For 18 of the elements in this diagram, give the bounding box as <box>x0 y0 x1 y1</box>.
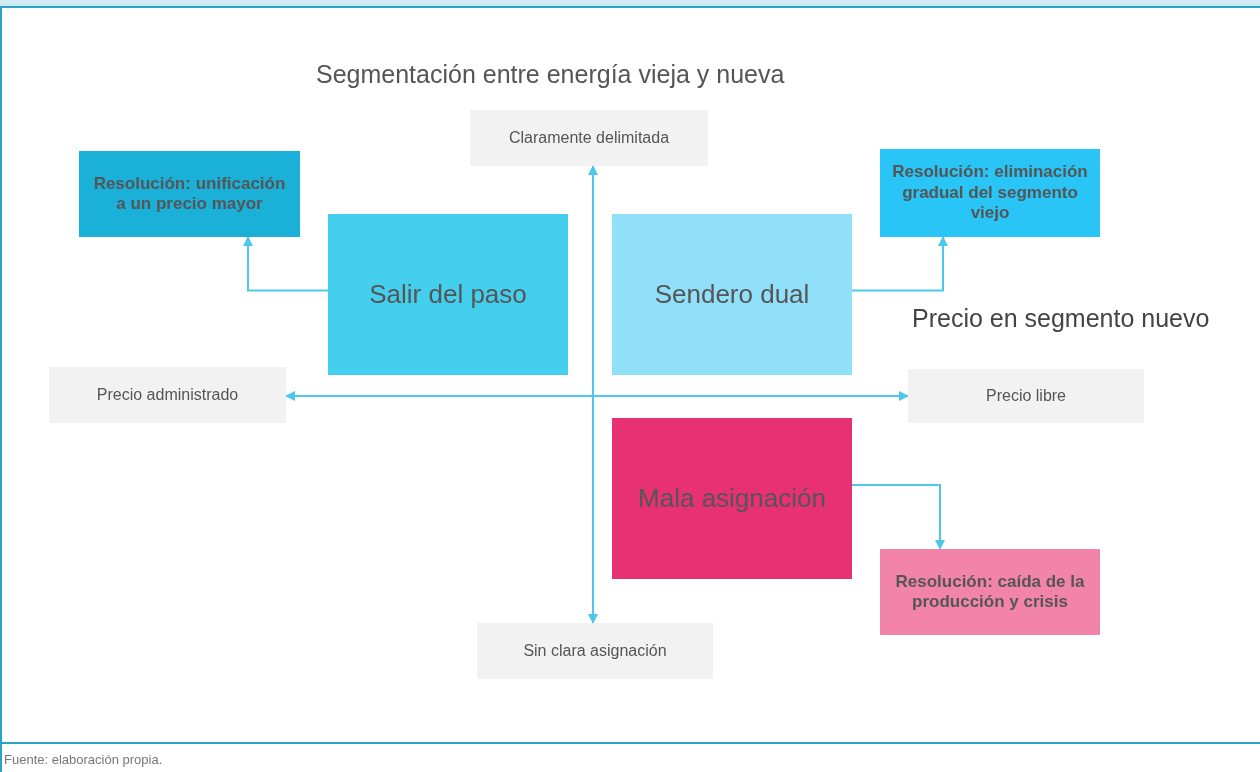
axis-arrow <box>285 391 909 401</box>
resolution-box: Resolución: unificación a un precio mayor <box>79 151 300 237</box>
axis-label: Precio libre <box>908 369 1144 423</box>
axis-label: Precio administrado <box>49 367 286 423</box>
quadrant-box: Salir del paso <box>328 214 568 375</box>
resolution-box: Resolución: caída de la producción y crisis <box>880 549 1100 635</box>
elbow-arrow <box>243 236 329 292</box>
elbow-arrow <box>851 484 945 550</box>
axis-label: Sin clara asignación <box>477 623 713 679</box>
axis-arrow <box>588 165 598 624</box>
axis-title: Precio en segmento nuevo <box>912 304 1210 333</box>
axis-label: Claramente delimitada <box>470 110 708 166</box>
elbow-arrow <box>851 236 948 292</box>
quadrant-box: Sendero dual <box>612 214 852 375</box>
quadrant-box: Mala asignación <box>612 418 852 579</box>
source-note: Fuente: elaboración propia. <box>4 752 163 767</box>
diagram-title: Segmentación entre energía vieja y nueva <box>316 60 785 89</box>
resolution-box: Resolución: eliminación gradual del segmento viejo <box>880 149 1100 237</box>
